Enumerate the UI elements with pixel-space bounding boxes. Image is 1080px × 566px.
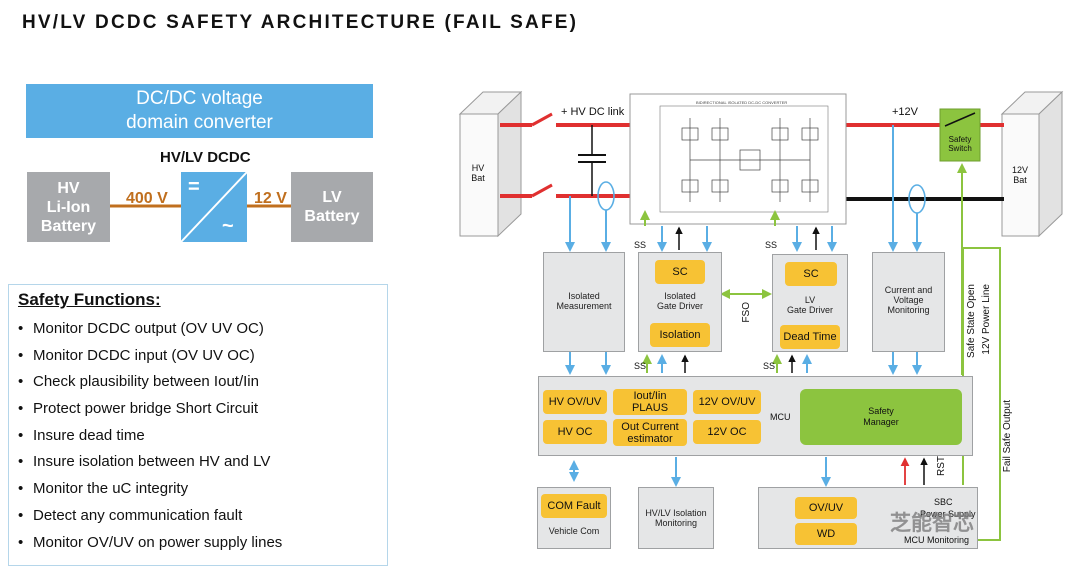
cv-monitoring-line1: Current and — [884, 285, 933, 295]
safety-switch-graphic — [939, 108, 981, 162]
cv-monitoring-line3: Monitoring — [887, 305, 930, 315]
plus-12v-label: +12V — [892, 106, 918, 118]
converter-overview-graphic — [110, 171, 292, 243]
hvlv-isolation-monitoring-block: HV/LV Isolation Monitoring — [638, 487, 714, 549]
list-item: Monitor DCDC output (OV UV OC) — [18, 320, 282, 347]
list-item: Monitor the uC integrity — [18, 480, 282, 507]
lv-bat-line2: Bat — [1013, 175, 1027, 185]
out-current-line1: Out Current — [621, 420, 679, 433]
safety-functions-title: Safety Functions: — [18, 290, 161, 309]
mcu-label: MCU — [770, 412, 791, 422]
sbc-ovuv-badge: OV/UV — [795, 497, 857, 519]
ss-arrows — [675, 226, 928, 485]
list-item: Insure isolation between HV and LV — [18, 453, 282, 480]
dc-symbol: = — [188, 176, 200, 198]
ss-label-1: SS — [634, 240, 647, 250]
banner-line-2: domain converter — [126, 112, 273, 133]
safe-state-open-label: Safe State Open — [966, 284, 977, 358]
safety-manager-line1: Safety — [868, 406, 894, 416]
hv-dc-link-wires — [500, 112, 630, 211]
isolation-badge: Isolation — [650, 323, 710, 347]
lv-gate-driver-line1: LV — [804, 295, 816, 305]
list-item: Detect any communication fault — [18, 507, 282, 534]
lv-battery: LV Battery — [291, 172, 373, 242]
isolated-gate-driver-line1: Isolated — [664, 291, 696, 301]
wd-badge: WD — [795, 523, 857, 545]
safety-switch-line2: Switch — [948, 144, 972, 153]
fso-label: FSO — [741, 302, 752, 323]
hvlv-dcdc-label: HV/LV DCDC — [160, 149, 251, 166]
isolated-gate-sc-badge: SC — [655, 260, 705, 284]
ac-symbol: ~ — [222, 215, 234, 237]
watermark: 芝能智芯 — [890, 512, 974, 535]
iout-iin-line2: PLAUS — [631, 402, 669, 414]
list-item: Insure dead time — [18, 427, 282, 454]
v12-oc-badge: 12V OC — [693, 420, 761, 444]
hv-li-ion-battery: HV Li-Ion Battery — [27, 172, 110, 242]
sbc-line2: Power Supply — [920, 509, 976, 519]
domain-converter-banner: DC/DC voltage domain converter — [26, 84, 373, 138]
sbc-line1: SBC — [934, 497, 953, 507]
dead-time-badge: Dead Time — [780, 325, 840, 349]
converter-symbol-diagonal — [180, 171, 248, 243]
sbc-block — [758, 487, 978, 549]
cv-monitoring-line2: Voltage — [893, 295, 924, 305]
input-voltage: 400 V — [126, 190, 168, 207]
safety-functions-list: Monitor DCDC output (OV UV OC) Monitor D… — [18, 320, 282, 560]
hv-bat-line1: HV — [471, 163, 485, 173]
lv-battery-line1: LV — [322, 189, 342, 206]
isolation-monitoring-line1: HV/LV Isolation — [645, 508, 707, 518]
v12-ovuv-badge: 12V OV/UV — [693, 390, 761, 414]
ss-label-3: SS — [634, 361, 647, 371]
list-item: Monitor DCDC input (OV UV OC) — [18, 347, 282, 374]
power-line-12v-label: 12V Power Line — [981, 284, 992, 355]
safety-manager-line2: Manager — [863, 417, 899, 427]
vehicle-com-label: Vehicle Com — [548, 526, 600, 536]
com-fault-badge: COM Fault — [541, 494, 607, 518]
lv-battery-box — [1000, 90, 1064, 238]
current-voltage-monitoring-block: Current and Voltage Monitoring — [872, 252, 945, 352]
isolated-measurement-line1: Isolated — [568, 291, 600, 301]
hv-oc-badge: HV OC — [543, 420, 607, 444]
hv-battery-line1: HV — [57, 179, 80, 197]
banner-line-1: DC/DC voltage — [136, 88, 263, 109]
hv-dc-link-label: + HV DC link — [561, 106, 625, 118]
fail-safe-output-label: Fail Safe Output — [1002, 400, 1013, 473]
hv-battery-box — [458, 90, 523, 238]
lv-gate-sc-badge: SC — [785, 262, 837, 286]
signal-arrows-down — [565, 125, 922, 487]
isolated-gate-driver-line2: Gate Driver — [656, 301, 703, 311]
list-item: Protect power bridge Short Circuit — [18, 400, 282, 427]
ss-label-2: SS — [765, 240, 778, 250]
out-current-line2: estimator — [627, 432, 673, 445]
safety-switch-line1: Safety — [948, 135, 972, 144]
hv-battery-line3: Battery — [40, 217, 97, 235]
mcu-monitoring-label: MCU Monitoring — [904, 535, 970, 545]
isolation-monitoring-line2: Monitoring — [654, 518, 698, 528]
hv-battery-line2: Li-Ion — [46, 198, 91, 216]
hv-bat-line2: Bat — [471, 173, 485, 183]
iout-iin-line1: Iout/Iin — [633, 390, 667, 402]
isolated-measurement-block: Isolated Measurement — [543, 252, 625, 352]
lv-gate-driver-line2: Gate Driver — [786, 305, 833, 315]
converter-schematic-title: BIDIRECTIONAL ISOLATED DC-DC CONVERTER — [696, 100, 788, 105]
hv-ovuv-badge: HV OV/UV — [543, 390, 607, 414]
list-item: Monitor OV/UV on power supply lines — [18, 534, 282, 561]
list-item: Check plausibility between Iout/Iin — [18, 373, 282, 400]
lv-battery-line2: Battery — [304, 208, 360, 225]
converter-schematic — [629, 93, 847, 225]
rst-label: RST — [936, 456, 947, 476]
isolated-measurement-line2: Measurement — [556, 301, 612, 311]
lv-bat-line1: 12V — [1011, 165, 1028, 175]
page-title: HV/LV DCDC SAFETY ARCHITECTURE (FAIL SAF… — [22, 12, 579, 33]
output-voltage: 12 V — [254, 190, 287, 207]
ss-label-4: SS — [763, 361, 776, 371]
